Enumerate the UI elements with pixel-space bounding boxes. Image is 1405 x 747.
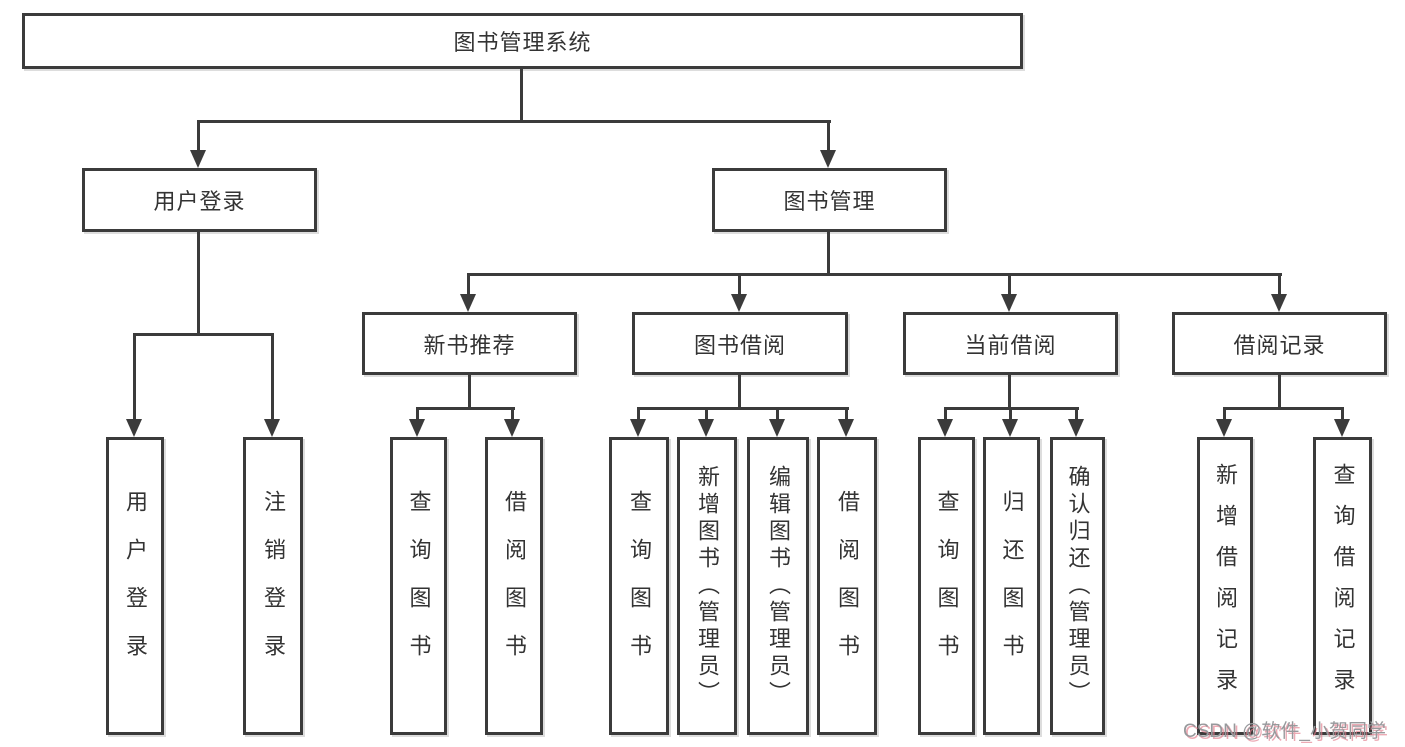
arrow-down-icon — [1068, 419, 1084, 437]
leaf-label: 借阅图书 — [835, 490, 860, 682]
arrow-down-icon — [838, 419, 854, 437]
arrow-down-icon — [769, 419, 785, 437]
arrow-down-icon — [504, 419, 520, 437]
connector-borrow-records-stem — [1278, 375, 1281, 410]
arrow-down-icon — [820, 150, 836, 168]
leaf-label: 查询图书 — [934, 490, 960, 682]
arrow-down-icon — [1271, 294, 1287, 312]
connector-leaf — [944, 407, 947, 422]
connector-root-hbar — [197, 120, 831, 123]
leaf-query-borrow-record: 查询借阅记录 — [1313, 437, 1372, 735]
leaf-query-books-borrow: 查询图书 — [609, 437, 669, 735]
connector-new-book-hbar — [416, 407, 515, 410]
arrow-down-icon — [190, 150, 206, 168]
arrow-down-icon — [1216, 419, 1232, 437]
leaf-logout: 注销登录 — [243, 437, 303, 735]
connector-book-borrow-hbar — [637, 407, 849, 410]
connector-to-borrow-records — [1278, 273, 1281, 298]
node-root-label: 图书管理系统 — [453, 30, 592, 55]
leaf-label: 查询借阅记录 — [1330, 463, 1356, 709]
leaf-borrow-books-recommend: 借阅图书 — [485, 437, 543, 735]
connector-leaf — [845, 407, 848, 422]
arrow-down-icon — [460, 294, 476, 312]
arrow-down-icon — [1001, 294, 1017, 312]
leaf-add-borrow-record: 新增借阅记录 — [1197, 437, 1253, 735]
connector-leaf — [1341, 407, 1344, 422]
connector-leaf — [1223, 407, 1226, 422]
connector-leaf — [511, 407, 514, 422]
leaf-label: 查询图书 — [406, 490, 432, 682]
connector-to-user-login — [197, 120, 200, 152]
node-book-management-label: 图书管理 — [783, 189, 876, 214]
connector-current-borrow-stem — [1008, 375, 1011, 410]
arrow-down-icon — [698, 419, 714, 437]
connector-to-book-management — [827, 120, 830, 152]
leaf-label: 编辑图书（管理员） — [766, 464, 791, 708]
node-book-borrow-label: 图书借阅 — [693, 332, 786, 358]
arrow-down-icon — [630, 419, 646, 437]
leaf-label: 确认归还（管理员） — [1065, 464, 1091, 708]
connector-book-borrow-stem — [738, 375, 741, 410]
node-user-login: 用户登录 — [82, 168, 317, 232]
connector-user-login-hbar — [133, 333, 274, 336]
leaf-return-books: 归还图书 — [983, 437, 1040, 735]
arrow-down-icon — [126, 419, 142, 437]
leaf-user-login: 用户登录 — [106, 437, 164, 735]
connector-to-leaf-user-login — [133, 333, 136, 421]
node-current-borrow-label: 当前借阅 — [964, 332, 1057, 358]
leaf-confirm-return-admin: 确认归还（管理员） — [1050, 437, 1105, 735]
node-book-borrow: 图书借阅 — [632, 312, 848, 375]
connector-book-management-hbar — [467, 273, 1282, 276]
arrow-down-icon — [409, 419, 425, 437]
connector-leaf — [1075, 407, 1078, 422]
arrow-down-icon — [731, 294, 747, 312]
node-book-management: 图书管理 — [712, 168, 947, 232]
leaf-label: 新增图书（管理员） — [695, 464, 720, 708]
connector-leaf — [1009, 407, 1012, 422]
connector-to-current-borrow — [1008, 273, 1011, 298]
leaf-label: 查询图书 — [627, 490, 652, 682]
node-borrow-records: 借阅记录 — [1172, 312, 1387, 375]
connector-leaf — [705, 407, 708, 422]
leaf-borrow-books: 借阅图书 — [817, 437, 877, 735]
connector-leaf — [637, 407, 640, 422]
arrow-down-icon — [1002, 419, 1018, 437]
connector-leaf — [776, 407, 779, 422]
leaf-query-books-recommend: 查询图书 — [390, 437, 447, 735]
csdn-watermark: CSDN @软件_小贺同学 — [1183, 721, 1386, 742]
connector-borrow-records-hbar — [1223, 407, 1344, 410]
node-root: 图书管理系统 — [22, 13, 1023, 69]
leaf-label: 借阅图书 — [502, 490, 527, 682]
node-new-book-recommend-label: 新书推荐 — [423, 332, 516, 358]
leaf-add-books-admin: 新增图书（管理员） — [677, 437, 737, 735]
connector-new-book-stem — [468, 375, 471, 410]
connector-to-book-borrow — [738, 273, 741, 298]
arrow-down-icon — [937, 419, 953, 437]
node-borrow-records-label: 借阅记录 — [1233, 332, 1326, 358]
arrow-down-icon — [1334, 419, 1350, 437]
connector-root-stem — [520, 69, 523, 122]
node-new-book-recommend: 新书推荐 — [362, 312, 577, 375]
connector-to-leaf-logout — [271, 333, 274, 421]
leaf-label: 新增借阅记录 — [1213, 463, 1238, 709]
connector-book-management-stem — [827, 232, 830, 276]
node-user-login-label: 用户登录 — [153, 189, 246, 214]
leaf-query-books-current: 查询图书 — [918, 437, 975, 735]
leaf-logout-label: 注销登录 — [261, 490, 286, 682]
leaf-edit-books-admin: 编辑图书（管理员） — [747, 437, 809, 735]
leaf-label: 归还图书 — [999, 490, 1025, 682]
connector-user-login-stem — [197, 232, 200, 336]
connector-leaf — [416, 407, 419, 422]
node-current-borrow: 当前借阅 — [903, 312, 1118, 375]
arrow-down-icon — [264, 419, 280, 437]
leaf-user-login-label: 用户登录 — [123, 490, 148, 682]
connector-to-new-book — [467, 273, 470, 298]
